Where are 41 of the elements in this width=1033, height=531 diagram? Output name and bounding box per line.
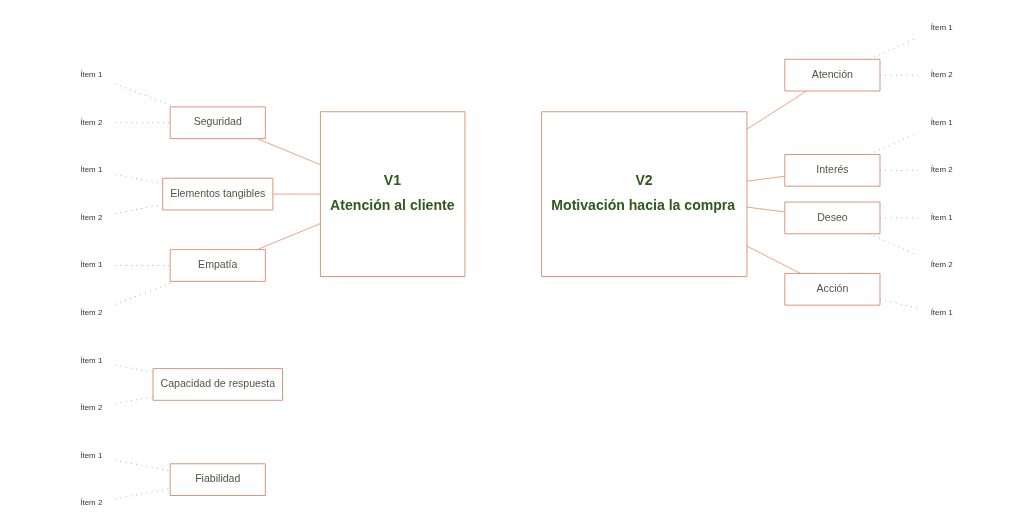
node-text: Ítem 2: [930, 165, 953, 175]
node-box: V1 Atención al cliente: [320, 111, 466, 277]
connector: [746, 175, 786, 182]
node-text: Ítem 1: [80, 70, 103, 80]
node-box: Fiabilidad: [169, 463, 266, 496]
connector: [114, 396, 154, 405]
node-text: Ítem 1: [930, 308, 953, 318]
connector: [257, 138, 321, 166]
node-box: Acción: [784, 273, 881, 306]
connector: [114, 83, 176, 108]
connector: [114, 364, 154, 373]
node-box: Empatía: [169, 249, 266, 282]
connector: [257, 223, 321, 250]
node-text: Ítem 2: [80, 117, 103, 127]
connector: [746, 245, 801, 274]
node-box: Interés: [784, 154, 881, 187]
node-text: Ítem 2: [930, 70, 953, 80]
connector: [114, 459, 171, 472]
node-text: Ítem 1: [80, 260, 103, 270]
node-text: Ítem 2: [80, 403, 103, 413]
node-text: Ítem 2: [80, 308, 103, 318]
node-box: V2 Motivación hacia la compra: [541, 111, 748, 277]
node-box: Atención: [784, 58, 881, 92]
connector: [746, 206, 786, 213]
node-box: Seguridad: [169, 106, 266, 140]
node-box: Elementos tangibles: [162, 177, 274, 211]
node-text: Ítem 2: [930, 260, 953, 270]
connector: [272, 193, 321, 195]
node-text: Ítem 1: [930, 212, 953, 222]
node-text: Ítem 2: [80, 212, 103, 222]
node-text: Ítem 1: [80, 450, 103, 460]
node-text: Ítem 1: [80, 165, 103, 175]
node-text: Ítem 1: [80, 355, 103, 365]
connector: [879, 299, 919, 309]
node-box: Deseo: [784, 201, 881, 235]
node-text: Ítem 1: [930, 117, 953, 127]
connector: [114, 488, 171, 500]
connector: [746, 90, 807, 130]
node-text: Ítem 1: [930, 22, 953, 32]
node-text: Ítem 2: [80, 498, 103, 508]
node-box: Capacidad de respuesta: [152, 368, 283, 401]
